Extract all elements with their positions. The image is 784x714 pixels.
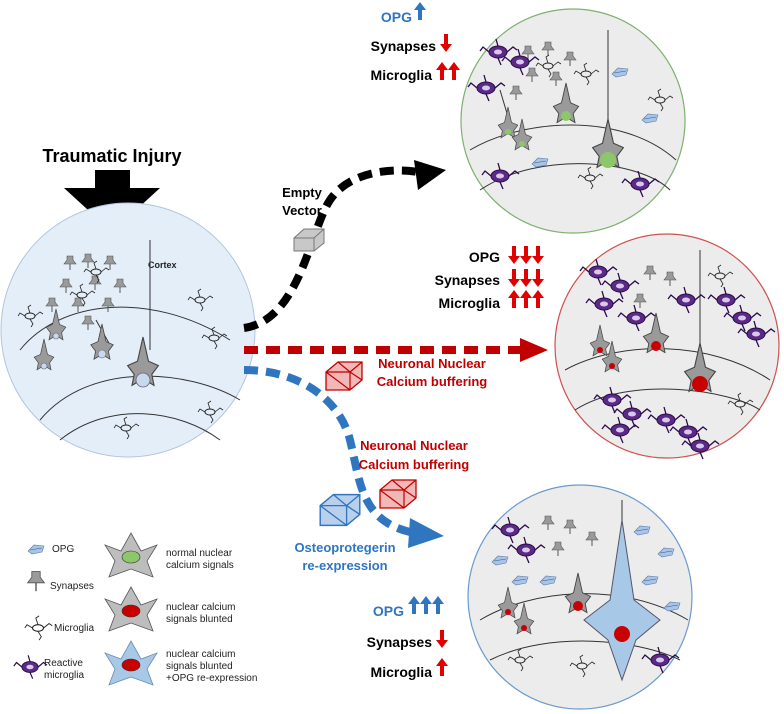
empty-vector-label-2: Vector — [282, 203, 322, 218]
opg-result-circle — [467, 484, 693, 710]
middle-microglia-up-arrow-2 — [520, 290, 532, 308]
empty-vector-icon — [293, 228, 325, 252]
injury-title: Traumatic Injury — [42, 146, 181, 166]
legend-blunted-label-2: signals blunted — [166, 614, 233, 625]
opg-reexp-label-2: re-expression — [302, 558, 387, 573]
opg-reexp-label-1: Osteoprotegerin — [294, 540, 395, 555]
legend-microglia-label: Microglia — [54, 623, 94, 634]
top-opg-label: OPG — [381, 9, 412, 25]
top-opg-up-arrow-1 — [414, 2, 426, 20]
legend-synapses-label: Synapses — [50, 581, 94, 592]
middle-synapses-down-arrow-1 — [508, 269, 520, 287]
bottom-opg-up-arrow-3 — [432, 596, 444, 614]
empty-vector-result-circle — [460, 8, 686, 234]
empty-vector-arrowhead — [414, 160, 446, 190]
middle-opg-down-arrow-1 — [508, 246, 520, 264]
middle-opg-label: OPG — [469, 249, 500, 265]
legend-normal-label-1: normal nuclear — [166, 548, 233, 559]
bottom-synapses-down-arrow-1 — [436, 630, 448, 648]
legend-reactive-label-1: Reactive — [44, 658, 83, 669]
buffer-blue-label-2: Calcium buffering — [359, 457, 470, 472]
legend-blunted-neuron-icon — [104, 586, 158, 632]
legend-blunted-opg-label-3: +OPG re-expression — [166, 673, 257, 684]
bottom-opg-label: OPG — [373, 603, 404, 619]
buffer-red-label-1: Neuronal Nuclear — [378, 356, 486, 371]
injury-arrow — [64, 170, 160, 232]
opg-reexp-arrowhead — [408, 518, 444, 548]
middle-panel-stats: OPG Synapses Microglia — [435, 246, 544, 311]
empty-vector-path — [243, 166, 419, 332]
legend-microglia-icon — [24, 615, 53, 641]
opg-neuron — [583, 519, 661, 682]
legend-blunted-opg-label-1: nuclear calcium — [166, 649, 235, 660]
bottom-microglia-label: Microglia — [371, 664, 433, 680]
cortex-circle: Cortex — [0, 202, 256, 458]
bottom-microglia-up-arrow-1 — [436, 658, 448, 676]
bottom-synapses-label: Synapses — [367, 634, 433, 650]
buffer-blue-label-1: Neuronal Nuclear — [360, 438, 468, 453]
empty-vector-label-1: Empty — [282, 185, 323, 200]
top-trend-arrows — [414, 2, 460, 80]
middle-microglia-up-arrow-1 — [508, 290, 520, 308]
legend-blunted-opg-label-2: signals blunted — [166, 661, 233, 672]
bottom-panel-stats: OPG Synapses Microglia — [367, 596, 448, 680]
buffer-blue-red-cube — [379, 479, 417, 509]
middle-opg-down-arrow-3 — [532, 246, 544, 264]
bottom-opg-up-arrow-2 — [420, 596, 432, 614]
buffer-red-arrowhead — [520, 338, 548, 362]
legend: OPG Synapses Microglia Reactive microgli… — [13, 532, 257, 686]
buffer-red-label-2: Calcium buffering — [377, 374, 488, 389]
buffer-red-result-circle — [554, 233, 780, 460]
legend-opg-neuron-icon — [104, 640, 158, 686]
top-panel-stats: OPG Synapses Microglia — [371, 2, 460, 83]
legend-normal-label-2: calcium signals — [166, 560, 234, 571]
top-microglia-label: Microglia — [371, 67, 433, 83]
middle-trend-arrows — [508, 246, 544, 308]
bottom-trend-arrows — [408, 596, 448, 676]
middle-opg-down-arrow-2 — [520, 246, 532, 264]
middle-microglia-label: Microglia — [439, 295, 501, 311]
legend-reactive-label-2: microglia — [44, 670, 84, 681]
legend-reactive-icon — [13, 654, 48, 680]
middle-microglia-up-arrow-3 — [532, 290, 544, 308]
bottom-opg-up-arrow-1 — [408, 596, 420, 614]
middle-synapses-down-arrow-2 — [520, 269, 532, 287]
legend-opg-icon — [27, 544, 45, 555]
middle-synapses-down-arrow-3 — [532, 269, 544, 287]
top-microglia-up-arrow-2 — [448, 62, 460, 80]
top-microglia-up-arrow-1 — [436, 62, 448, 80]
legend-normal-neuron-icon — [104, 532, 158, 578]
legend-opg-label: OPG — [52, 544, 74, 555]
legend-blunted-label-1: nuclear calcium — [166, 602, 235, 613]
middle-synapses-label: Synapses — [435, 272, 501, 288]
top-synapses-down-arrow-1 — [440, 34, 452, 52]
top-synapses-label: Synapses — [371, 38, 437, 54]
buffer-red-cube — [325, 361, 363, 391]
opg-reexp-path — [243, 366, 412, 536]
cortex-label: Cortex — [148, 260, 177, 270]
opg-blue-cube — [319, 493, 361, 527]
legend-synapse-icon — [26, 570, 46, 592]
